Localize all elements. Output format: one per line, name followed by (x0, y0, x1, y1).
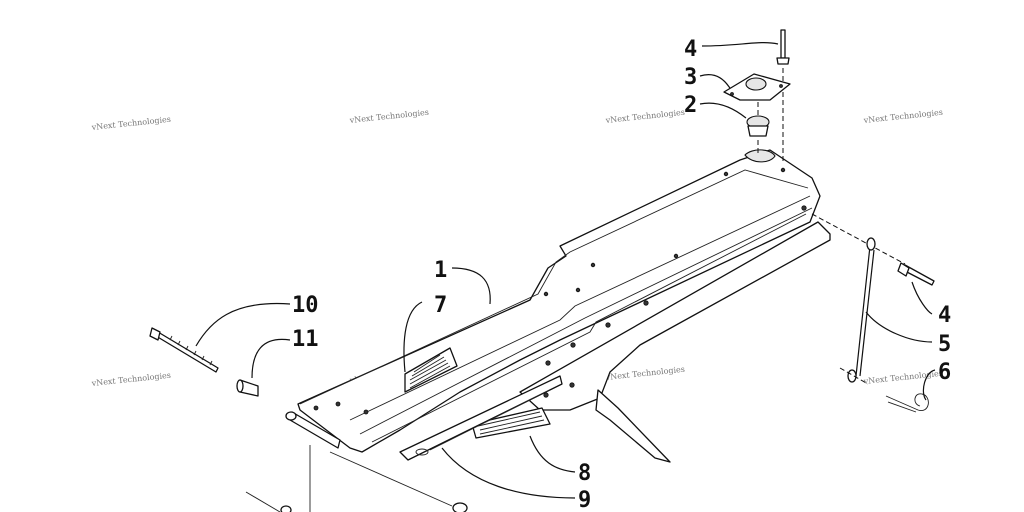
decal-9 (399, 375, 563, 461)
watermark-3: vNext Technologies (604, 108, 685, 125)
leader-8 (529, 435, 576, 473)
callout-6: 6 (938, 360, 951, 385)
watermark-5: vNext Technologies (90, 371, 171, 388)
watermark-2: vNext Technologies (348, 108, 429, 125)
leader-lines (195, 42, 936, 499)
callout-10: 10 (292, 293, 319, 318)
watermark-7: vNext Technologies (604, 365, 685, 382)
callout-2: 2 (684, 93, 697, 118)
callout-4-top: 4 (684, 37, 697, 62)
leader-11 (251, 338, 291, 379)
leader-9 (441, 447, 576, 499)
callout-7: 7 (434, 293, 447, 318)
leader-7 (403, 301, 423, 373)
watermark-1: vNext Technologies (90, 115, 171, 132)
callout-labels: 1 7 4 3 2 4 5 6 10 11 8 9 (292, 37, 951, 512)
leader-3 (699, 74, 731, 89)
rivet-holes (313, 167, 807, 415)
callout-4-right: 4 (938, 303, 951, 328)
top-fastener-assembly (723, 29, 791, 162)
watermark-4: vNext Technologies (862, 108, 943, 125)
callout-11: 11 (292, 327, 319, 352)
leader-2 (699, 102, 747, 119)
callout-3: 3 (684, 65, 697, 90)
leader-1 (451, 267, 491, 305)
leader-4-top (701, 42, 779, 47)
callout-8: 8 (578, 461, 591, 486)
callout-5: 5 (938, 332, 951, 357)
callout-1: 1 (434, 258, 447, 283)
callout-9: 9 (578, 488, 591, 512)
leader-4-right (911, 281, 933, 315)
rear-bolt-assembly (149, 327, 468, 512)
leader-6 (922, 369, 936, 401)
decal-7 (404, 347, 458, 393)
chassis-tunnel (285, 149, 831, 463)
leader-10 (195, 302, 291, 347)
leader-5 (865, 311, 933, 343)
